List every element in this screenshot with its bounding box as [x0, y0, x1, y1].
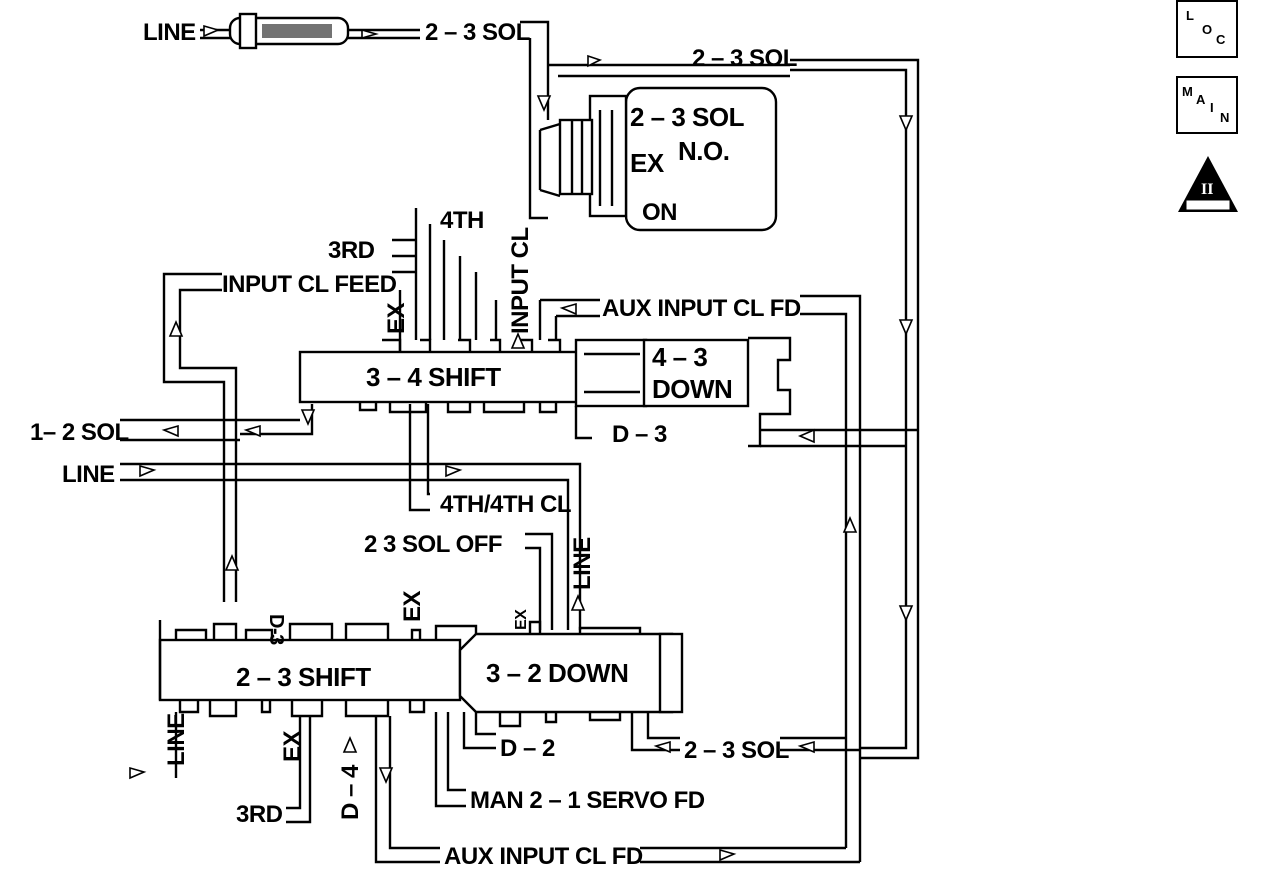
label-shift34: 3 – 4 SHIFT — [366, 362, 501, 392]
flow-arrows — [129, 24, 914, 862]
label-down43-b: DOWN — [652, 374, 732, 404]
label-ex-vertical: EX — [383, 302, 410, 334]
loc-letter-c: C — [1216, 32, 1226, 47]
label-d2: D – 2 — [500, 735, 555, 762]
label-d3: D – 3 — [612, 421, 667, 448]
label-d3-vertical: D-3 — [265, 614, 287, 645]
label-sol23-title: 2 – 3 SOL — [630, 102, 745, 132]
triangle-icon: II — [1178, 156, 1238, 212]
label-sol12: 1– 2 SOL — [30, 419, 129, 446]
label-man21-servo: MAN 2 – 1 SERVO FD — [470, 787, 705, 814]
sol23-solenoid — [538, 86, 778, 232]
label-3rd-bottom: 3RD — [236, 801, 283, 828]
label-3rd: 3RD — [328, 237, 375, 264]
main-letter-a: A — [1196, 92, 1206, 107]
main-letter-n: N — [1220, 110, 1230, 125]
label-4th: 4TH — [440, 207, 484, 234]
label-line-top: LINE — [143, 19, 196, 46]
line-filter — [200, 12, 420, 50]
triangle-label: II — [1201, 181, 1213, 198]
label-line-bottom: LINE — [163, 713, 190, 766]
down43-valve — [574, 336, 792, 448]
label-ex-sol: EX — [630, 148, 665, 178]
label-ex-bottom: EX — [279, 730, 306, 762]
label-shift23: 2 – 3 SHIFT — [236, 662, 371, 692]
main-letter-m: M — [1182, 84, 1193, 99]
label-d4: D – 4 — [337, 764, 364, 820]
label-sol23-right: 2 – 3 SOL — [692, 45, 797, 72]
label-down32: 3 – 2 DOWN — [486, 658, 628, 688]
main-badge: M A I N — [1176, 76, 1238, 134]
triangle-badge: II — [1176, 154, 1240, 214]
loc-letter-o: O — [1202, 22, 1213, 37]
label-down43-a: 4 – 3 — [652, 342, 707, 372]
label-ex-2: EX — [399, 590, 426, 622]
label-aux-input-top: AUX INPUT CL FD — [602, 295, 801, 322]
label-4th-4th-cl: 4TH/4TH CL — [440, 491, 571, 518]
label-ex-3: EX — [513, 609, 530, 630]
label-sol23-top: 2 – 3 SOL — [425, 19, 530, 46]
label-aux-input-bottom: AUX INPUT CL FD — [444, 843, 643, 870]
label-input-cl: INPUT CL — [507, 227, 534, 334]
label-input-cl-feed: INPUT CL FEED — [222, 271, 397, 298]
down32-valve — [458, 620, 684, 728]
shift23-valve — [158, 620, 478, 778]
label-sol23-off: 2 3 SOL OFF — [364, 531, 502, 558]
main-letter-i: I — [1210, 100, 1214, 115]
label-line-mid: LINE — [62, 461, 115, 488]
label-no: N.O. — [678, 136, 729, 166]
label-line-vertical: LINE — [569, 537, 596, 590]
shift34-valve — [298, 338, 582, 414]
loc-badge: L O C — [1176, 0, 1238, 58]
loc-letter-l: L — [1186, 8, 1194, 23]
label-sol23-bottom: 2 – 3 SOL — [684, 737, 789, 764]
label-on: ON — [642, 199, 677, 226]
